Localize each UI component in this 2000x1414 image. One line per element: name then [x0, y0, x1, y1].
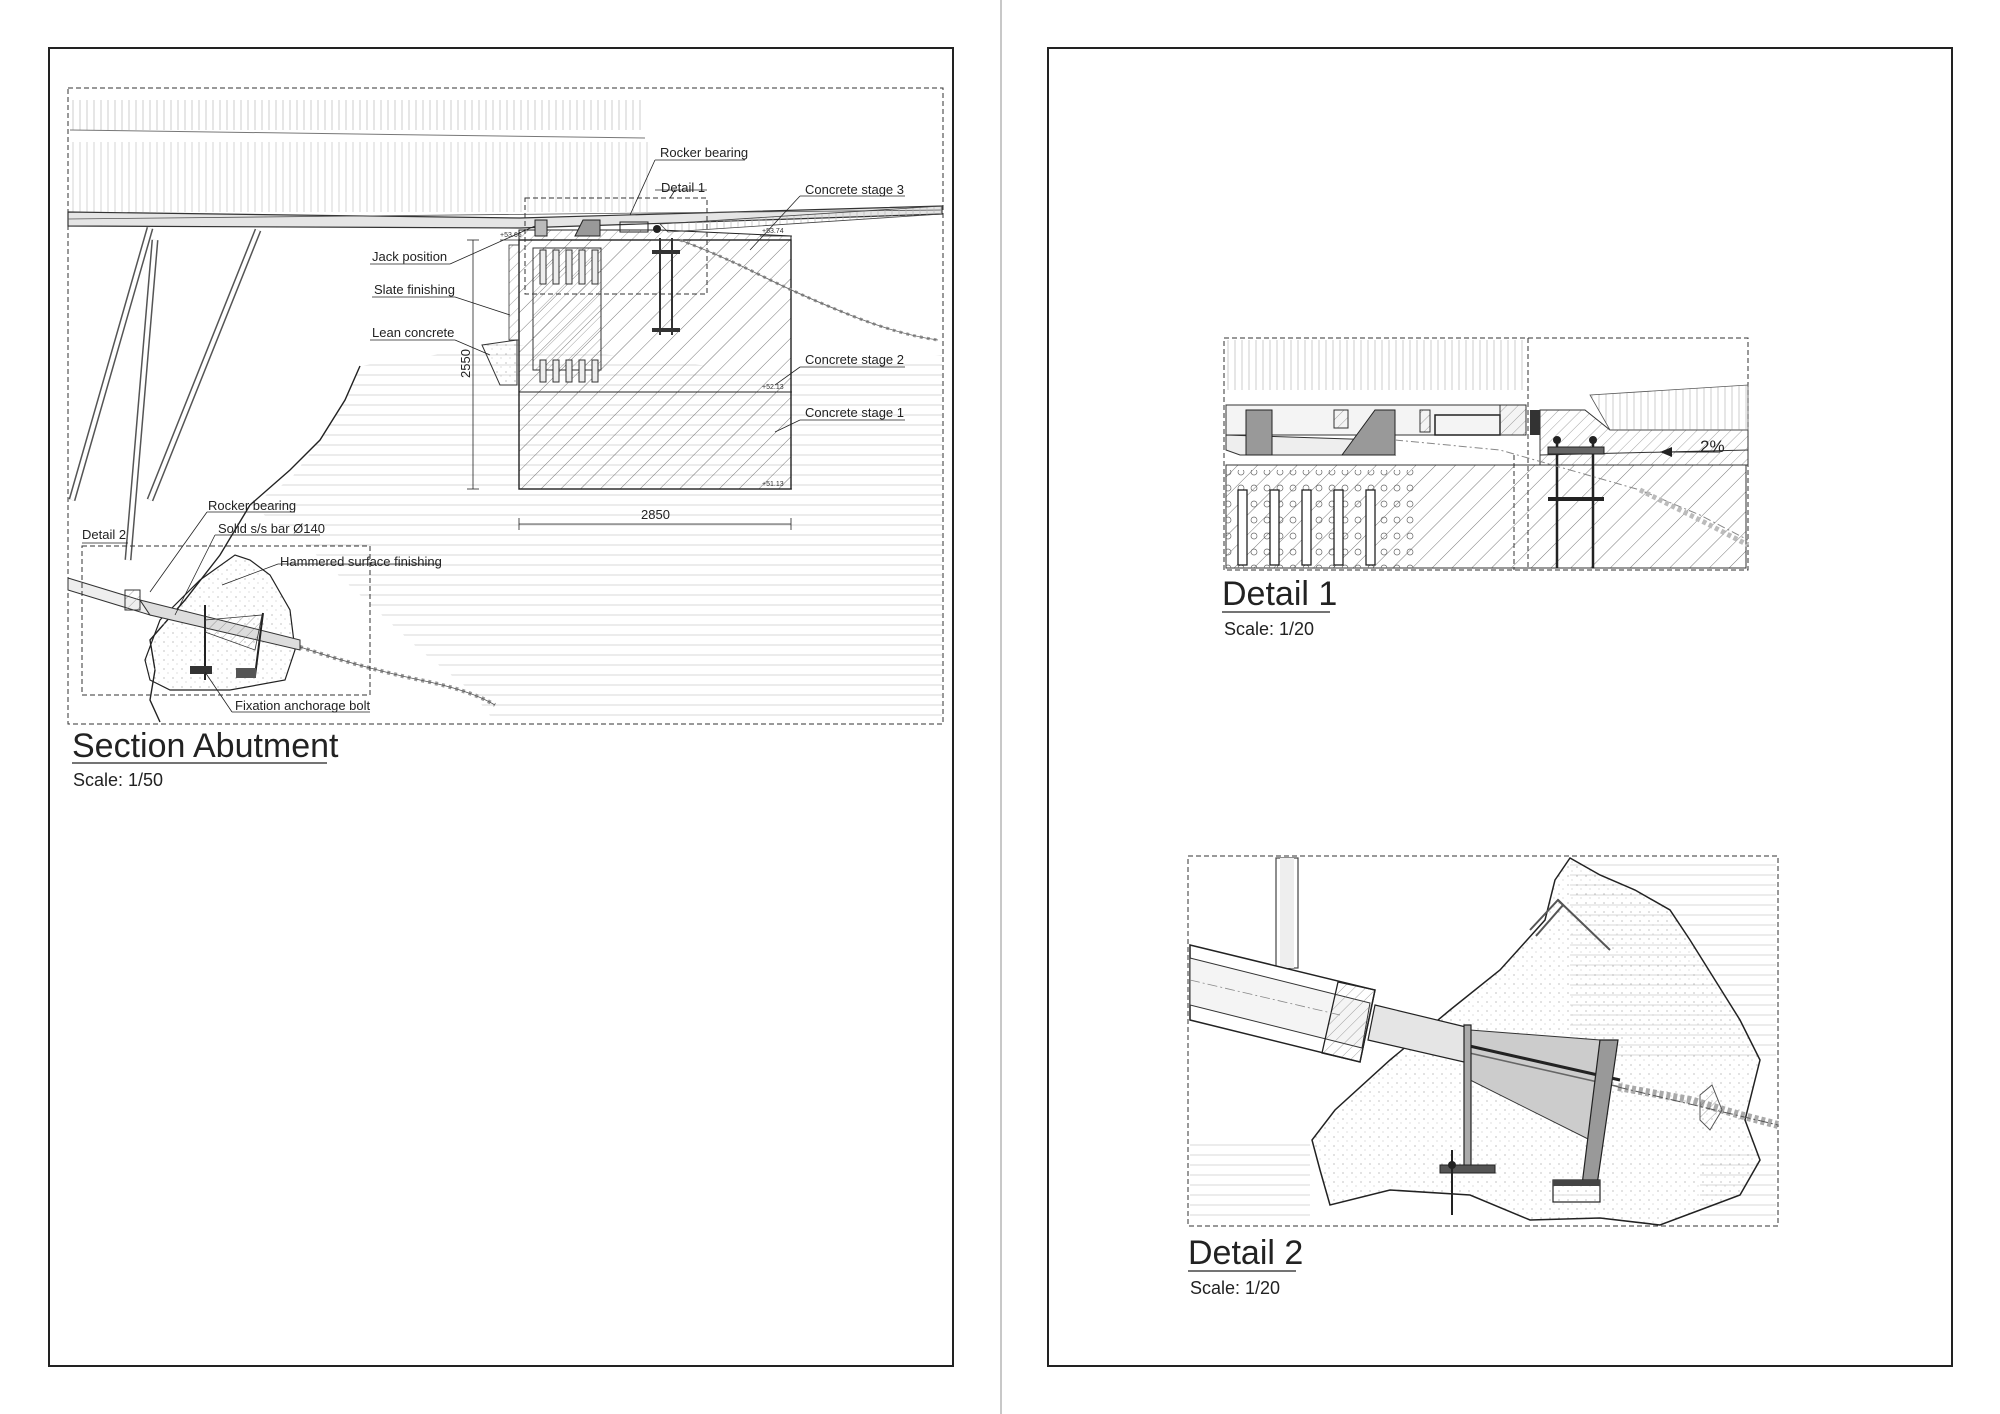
callout-slate-finishing: Slate finishing [374, 282, 455, 297]
detail-2-scale: Scale: 1/20 [1190, 1278, 1280, 1298]
detail-1-title: Detail 1 [1222, 575, 1337, 613]
right-drawing-frame [1047, 47, 1953, 1367]
callout-concrete-stage-2: Concrete stage 2 [805, 352, 904, 367]
detail-1-drawing [1223, 337, 1750, 571]
detail-1-scale: Scale: 1/20 [1224, 619, 1314, 639]
dimension-width: 2850 [641, 507, 670, 522]
dimension-height: 2550 [458, 349, 473, 378]
callout-concrete-stage-1: Concrete stage 1 [805, 405, 904, 420]
callout-jack-position: Jack position [372, 249, 447, 264]
callout-rocker-bearing-bottom: Rocker bearing [208, 498, 296, 513]
callout-concrete-stage-3: Concrete stage 3 [805, 182, 904, 197]
level-top-left: +53.66 [500, 232, 522, 239]
section-abutment-drawing [67, 87, 944, 725]
section-abutment-title: Section Abutment [72, 727, 339, 765]
rebar-group-top [539, 249, 599, 285]
rebar-group-bottom [539, 359, 599, 383]
level-bottom: +51.13 [762, 481, 784, 488]
left-drawing-frame [48, 47, 954, 1367]
level-mid: +52.13 [762, 384, 784, 391]
callout-detail-1: Detail 1 [661, 180, 705, 195]
callout-detail-2: Detail 2 [82, 527, 126, 542]
detail-2-drawing [1187, 855, 1780, 1227]
detail-2-title: Detail 2 [1188, 1234, 1303, 1272]
callout-hammered-surface: Hammered surface finishing [280, 554, 442, 569]
section-abutment-scale: Scale: 1/50 [73, 770, 163, 790]
level-top-right: +53.74 [762, 228, 784, 235]
callout-rocker-bearing-top: Rocker bearing [660, 145, 748, 160]
page-divider [1000, 0, 1002, 1414]
callout-lean-concrete: Lean concrete [372, 325, 454, 340]
callout-solid-bar: Solid s/s bar Ø140 [218, 521, 325, 536]
detail-1-rebars [1237, 489, 1376, 566]
detail-1-slope-label: 2% [1700, 437, 1725, 456]
callout-fixation-bolt: Fixation anchorage bolt [235, 698, 371, 713]
